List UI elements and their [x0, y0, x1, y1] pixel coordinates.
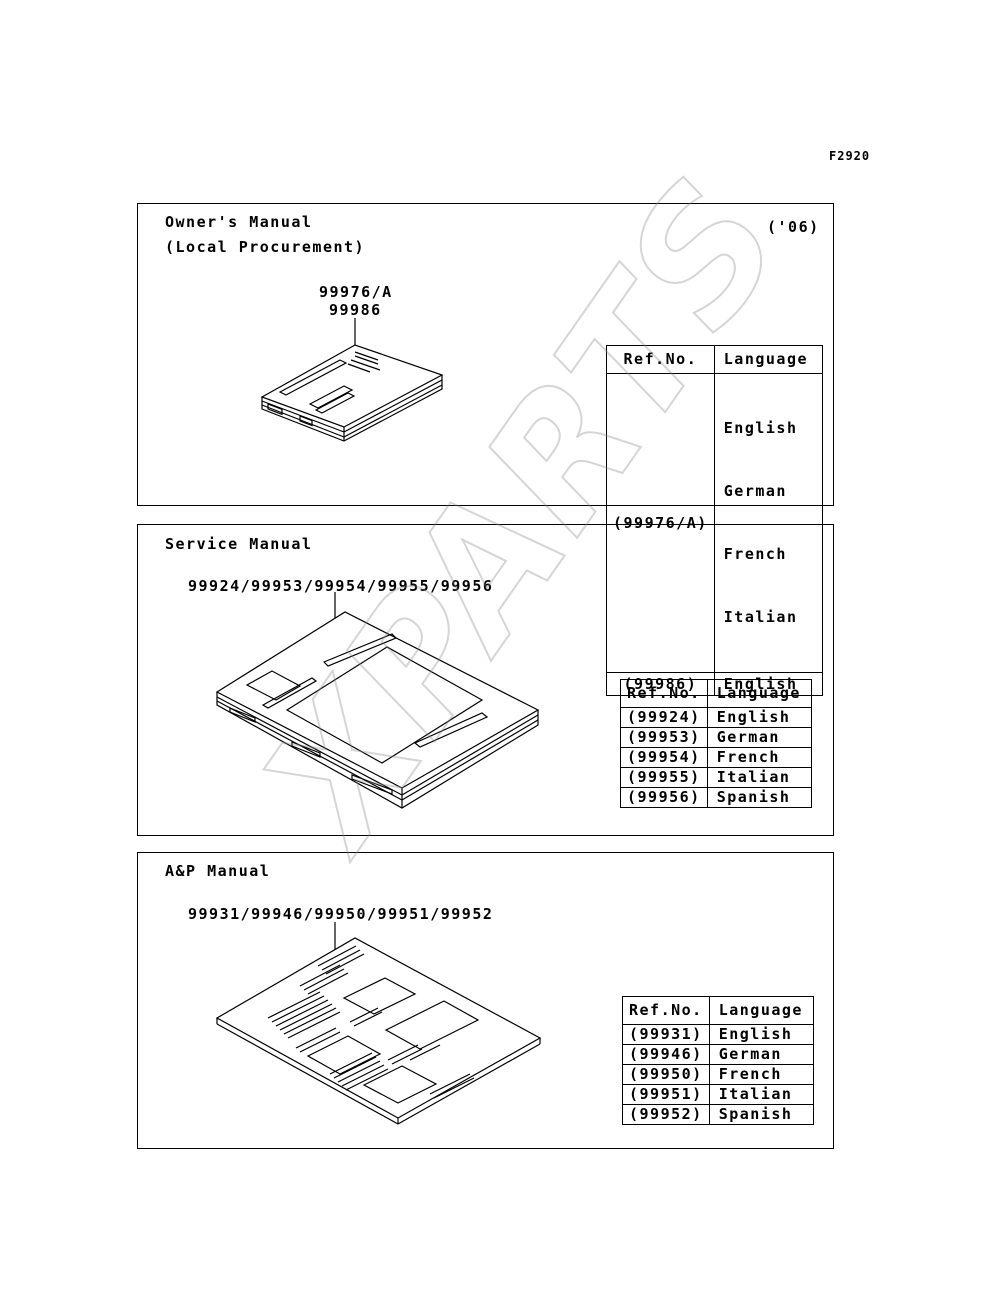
owners-manual-title: Owner's Manual	[165, 213, 313, 231]
text-lines	[267, 945, 475, 1099]
ap-manual-sheet-illustration	[215, 922, 542, 1125]
table-header-language: Language	[706, 679, 812, 708]
table-cell-language: English	[706, 707, 812, 728]
owners-manual-booklet-illustration	[260, 318, 444, 442]
table-cell-language: English	[708, 1024, 814, 1045]
service-manual-title: Service Manual	[165, 535, 313, 553]
table-cell-ref: (99956)	[620, 787, 708, 808]
owners-manual-year: ('06)	[767, 218, 820, 236]
ap-part-numbers: 99931/99946/99950/99951/99952	[188, 905, 494, 923]
owners-part-number-1: 99976/A	[319, 283, 393, 301]
figure-code: F2920	[829, 149, 871, 163]
table-cell-ref: (99946)	[622, 1044, 710, 1065]
table-cell-ref: (99931)	[622, 1024, 710, 1045]
service-part-numbers: 99924/99953/99954/99955/99956	[188, 577, 494, 595]
table-header-ref: Ref.No.	[606, 345, 715, 374]
table-cell-ref: (99952)	[622, 1104, 710, 1125]
ap-manual-panel	[137, 852, 834, 1149]
ap-ref-table: Ref.No. Language (99931)English (99946)G…	[622, 996, 814, 1125]
owners-manual-subtitle: (Local Procurement)	[165, 238, 366, 256]
xparts-watermark: XPARTS	[220, 144, 824, 887]
table-cell-language: Italian	[708, 1084, 814, 1105]
table-cell-language: German	[723, 482, 787, 500]
table-cell-language: Italian	[723, 608, 798, 626]
svg-text:XPARTS: XPARTS	[221, 145, 823, 886]
table-cell-language: Spanish	[706, 787, 812, 808]
table-header-ref: Ref.No.	[620, 679, 708, 708]
service-manual-panel	[137, 524, 834, 836]
owners-part-number-2: 99986	[329, 301, 382, 319]
table-cell-language: French	[723, 545, 787, 563]
table-cell-ref: (99976/A)	[606, 373, 715, 673]
table-cell-language: Spanish	[708, 1104, 814, 1125]
service-manual-book-illustration	[215, 592, 540, 809]
ap-manual-title: A&P Manual	[165, 862, 271, 880]
owners-manual-panel	[137, 203, 834, 506]
service-ref-table: Ref.No. Language (99924)English (99953)G…	[620, 679, 812, 808]
owners-ref-table: Ref.No. Language (99976/A) English Germa…	[606, 345, 823, 696]
table-cell-language-list: English German French Italian	[713, 373, 823, 673]
table-header-ref: Ref.No.	[622, 996, 710, 1025]
table-cell-ref: (99951)	[622, 1084, 710, 1105]
table-cell-language: English	[723, 419, 798, 437]
